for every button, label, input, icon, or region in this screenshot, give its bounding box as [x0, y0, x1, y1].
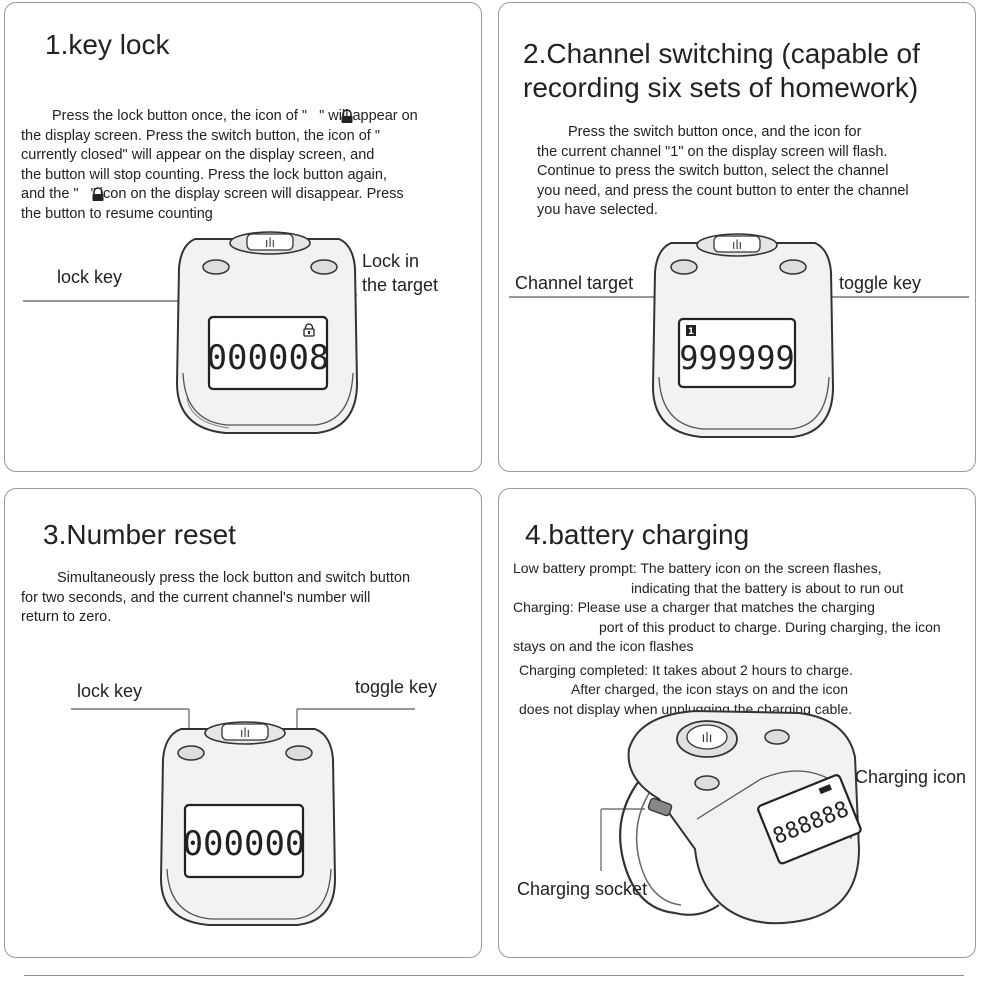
body-line: Low battery prompt: The battery icon on …	[513, 560, 882, 576]
body-line: currently closed" will appear on the dis…	[21, 147, 375, 163]
body-line: After charged, the icon stays on and the…	[571, 681, 849, 697]
charging-socket-label: Charging socket	[517, 879, 648, 899]
body-line: stays on and the icon flashes	[513, 638, 694, 654]
panel-body: Simultaneously press the lock button and…	[21, 569, 481, 628]
toggle-key-label: toggle key	[839, 273, 922, 293]
lock-target-label-2: the target	[362, 275, 439, 295]
panel-body: Press the switch button once, and the ic…	[537, 123, 967, 221]
svg-text:ılı: ılı	[732, 238, 742, 252]
panel-body: Low battery prompt: The battery icon on …	[513, 559, 973, 719]
bottom-divider	[24, 975, 964, 976]
counter-device-front: ılı 1 999999	[509, 233, 969, 438]
body-line: the button will stop counting. Press the…	[21, 166, 387, 183]
battery-icon	[818, 784, 832, 795]
body-line: Charging: Please use a charger that matc…	[513, 599, 875, 615]
panel-title: 1.key lock	[45, 29, 170, 60]
display-value: 000000	[183, 824, 306, 864]
charging-icon-label: Charging icon	[855, 767, 967, 787]
body-line: the display screen. Press the switch but…	[21, 127, 380, 144]
lock-icon	[92, 187, 104, 201]
counter-device-front: ılı 000000	[71, 708, 415, 926]
display-value: 999999	[679, 339, 795, 377]
body-line: for two seconds, and the current channel…	[21, 589, 371, 606]
charging-socket	[647, 797, 673, 817]
lock-key-label: lock key	[57, 267, 123, 287]
body-line: you need, and press the count button to …	[537, 182, 909, 199]
lock-key-label: lock key	[77, 681, 143, 701]
lock-icon	[341, 109, 353, 123]
panel-title: 2.Channel switching (capable of recordin…	[523, 38, 920, 103]
body-line: and the " " icon on the display screen w…	[21, 186, 404, 202]
panel-title: 4.battery charging	[525, 519, 750, 550]
body-line: Charging completed: It takes about 2 hou…	[519, 661, 853, 678]
channel-badge	[686, 325, 696, 336]
body-line: Press the lock button once, the icon of …	[52, 108, 418, 124]
svg-text:ılı: ılı	[240, 726, 250, 740]
panel-key-lock: 1.key lock Press the lock button once, t…	[4, 2, 482, 472]
panel-channel-switching: 2.Channel switching (capable of recordin…	[498, 2, 976, 472]
toggle-key-label: toggle key	[355, 677, 438, 697]
panel-body: Press the lock button once, the icon of …	[21, 107, 481, 224]
body-line: return to zero.	[21, 609, 112, 625]
svg-text:ılı: ılı	[265, 236, 275, 250]
panel-battery-charging: 4.battery charging Low battery prompt: T…	[498, 488, 976, 958]
body-line: Simultaneously press the lock button and…	[57, 570, 411, 586]
body-line: you have selected.	[537, 202, 658, 218]
body-line: indicating that the battery is about to …	[631, 579, 904, 596]
lock-icon	[303, 323, 315, 337]
body-line: the button to resume counting	[21, 205, 213, 222]
body-line: Continue to press the switch button, sel…	[537, 163, 889, 179]
channel-badge-text: 1	[688, 327, 694, 337]
panel-number-reset: 3.Number reset Simultaneously press the …	[4, 488, 482, 958]
body-line: Press the switch button once, and the ic…	[568, 124, 862, 140]
body-line: the current channel "1" on the display s…	[537, 143, 888, 160]
counter-device-angled: ılı 888888	[600, 709, 862, 925]
svg-text:ılı: ılı	[702, 731, 713, 746]
panel-title: 3.Number reset	[43, 519, 236, 550]
display-value: 000008	[207, 338, 330, 378]
lock-target-label-1: Lock in	[362, 251, 420, 271]
body-line: port of this product to charge. During c…	[599, 618, 941, 635]
channel-target-label: Channel target	[515, 273, 634, 293]
counter-device-front: ılı 000008	[23, 231, 359, 434]
